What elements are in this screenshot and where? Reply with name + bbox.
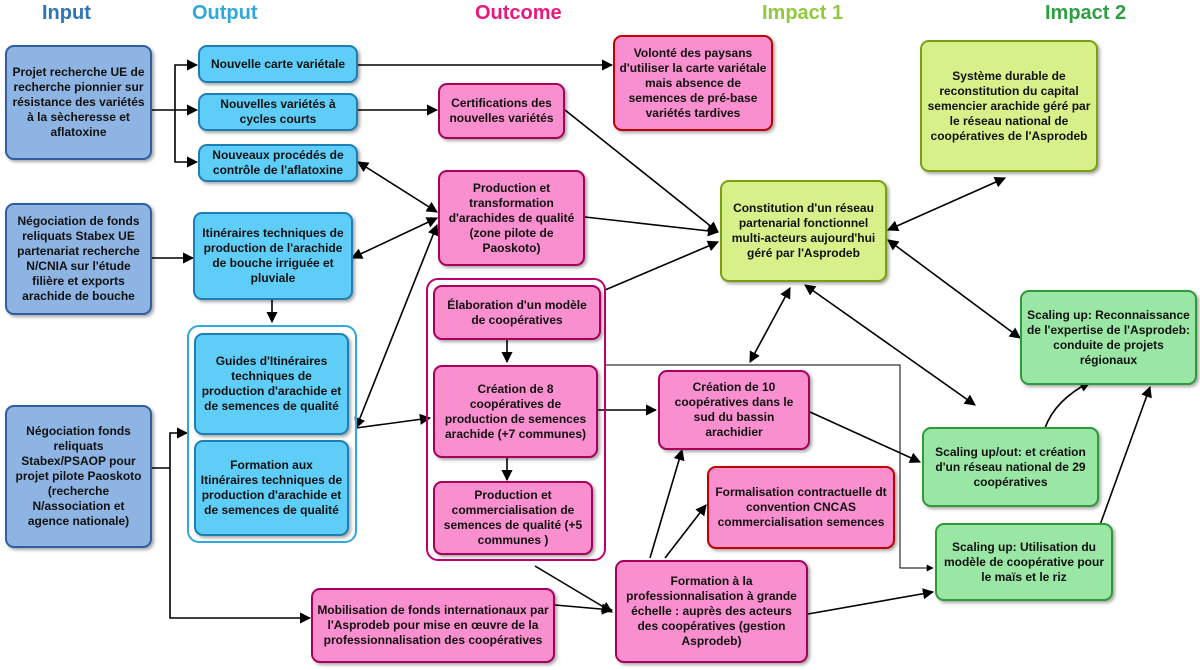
input-projet-recherche-ue: Projet recherche UE de recherche pionnie… [5, 45, 152, 160]
output-guides-itineraires: Guides d'Itinéraires techniques de produ… [194, 333, 349, 435]
outcome-certifications: Certifications des nouvelles variétés [438, 83, 565, 139]
outcome-elaboration-modele: Élaboration d'un modèle de coopératives [433, 285, 601, 340]
outcome-formation-professionnalisation: Formation à la professionnalisation à gr… [615, 560, 808, 663]
outcome-volonte-paysans: Volonté des paysans d'utiliser la carte … [613, 35, 773, 131]
link-form-crea10 [649, 448, 685, 559]
impact2-scaling-up-expertise: Scaling up: Reconnaissance de l'expertis… [1020, 290, 1197, 385]
link-const-sc1 [887, 239, 1021, 339]
link-form-formal [664, 504, 707, 559]
link-cert-const [564, 109, 719, 233]
column-header-outcome: Outcome [475, 2, 562, 24]
output-group-guides-formation [187, 325, 357, 543]
link-in3-mob [169, 468, 312, 624]
link-crea10-const [749, 287, 791, 363]
link-sc2-sc1 [1044, 381, 1091, 429]
outcome-mobilisation-fonds: Mobilisation de fonds internationaux par… [311, 588, 555, 663]
link-const-sys [886, 176, 1007, 232]
link-elab-const [604, 240, 720, 291]
column-header-input: Input [42, 2, 91, 24]
output-nouvelles-varietes: Nouvelles variétés à cycles courts [198, 93, 358, 131]
output-formation-itineraires: Formation aux Itinéraires techniques de … [194, 440, 349, 536]
outcome-production-transformation: Production et transformation d'arachides… [438, 170, 585, 266]
column-header-impact-1: Impact 1 [762, 2, 844, 24]
impact1-constitution-reseau: Constitution d'un réseau partenarial fon… [720, 180, 887, 282]
outcome-group-cooperatives [426, 278, 606, 561]
impact2-scaling-up-mais-riz: Scaling up: Utilisation du modèle de coo… [935, 523, 1113, 601]
output-controle-aflatoxine: Nouveaux procédés de contrôle de l'aflat… [198, 144, 358, 182]
link-const-sc2 [804, 284, 976, 406]
link-in1-out3 [174, 110, 199, 168]
link-group-sc3 [606, 364, 934, 572]
link-group-prod [354, 223, 439, 430]
outcome-creation-8-cooperatives: Création de 8 coopératives de production… [433, 365, 598, 458]
link-in3-out-group [152, 427, 189, 469]
outcome-formalisation-contractuelle: Formalisation contractuelle dt conventio… [707, 466, 895, 549]
impact2-systeme-durable: Système durable de reconstitution du cap… [920, 40, 1098, 172]
link-sc3-sc1 [1099, 385, 1152, 526]
column-header-output: Output [192, 2, 258, 24]
outcome-commercialisation-semences: Production et commercialisation de semen… [433, 481, 593, 555]
link-prod-const [584, 216, 720, 237]
input-negociation-psaop: Négociation fonds reliquats Stabex/PSAOP… [5, 405, 152, 548]
output-itineraires-techniques: Itinéraires techniques de production de … [193, 212, 353, 300]
link-crea10-sc2 [809, 411, 922, 463]
impact2-scaling-up-out-reseau: Scaling up/out: et création d'un réseau … [922, 427, 1099, 507]
link-group-crea8 [355, 413, 432, 429]
link-comm-form [534, 565, 613, 613]
input-negociation-stabex-cnia: Négociation de fonds reliquats Stabex UE… [5, 203, 152, 315]
output-nouvelle-carte-varietale: Nouvelle carte variétale [198, 45, 358, 83]
link-out4-prod [350, 217, 439, 259]
link-in1-bracket [152, 59, 199, 111]
link-out3-prod [357, 161, 438, 213]
outcome-creation-10-cooperatives: Création de 10 coopératives dans le sud … [658, 370, 810, 450]
column-header-impact-2: Impact 2 [1045, 2, 1127, 24]
link-mob-form [554, 603, 614, 615]
link-form-sc3 [807, 588, 935, 615]
